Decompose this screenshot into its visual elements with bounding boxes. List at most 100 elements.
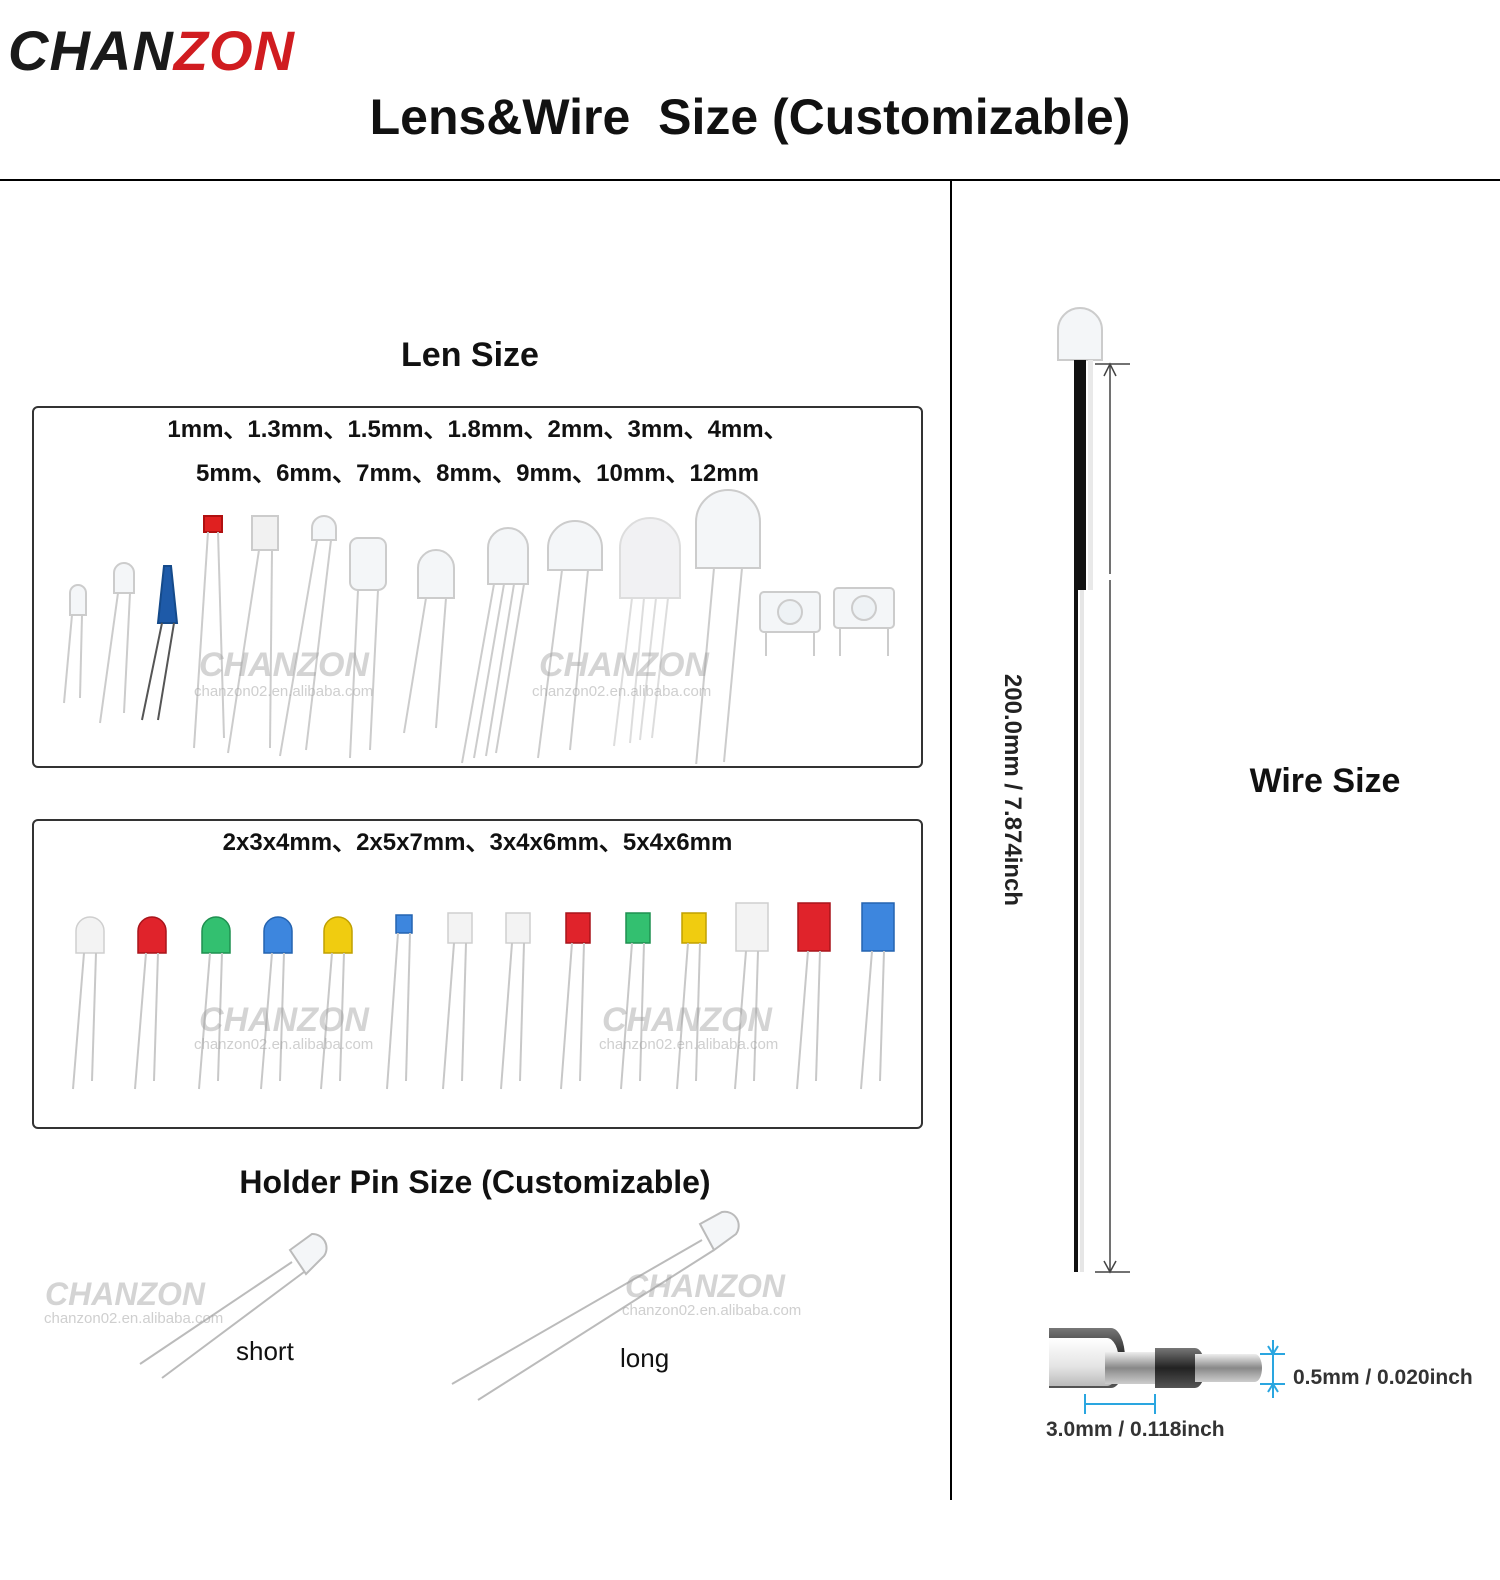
rect-led-lens xyxy=(447,912,473,944)
rect-led-row xyxy=(72,902,895,1090)
rect-led-lead xyxy=(198,952,211,1090)
led-flux-1 xyxy=(759,591,821,656)
rect-led-lens xyxy=(625,912,651,944)
led-flat-top xyxy=(537,520,603,759)
rect-led-lead xyxy=(676,942,689,1090)
rect-led-lead xyxy=(134,952,147,1090)
rect-led-lens xyxy=(735,902,769,952)
rect-led-lens xyxy=(797,902,831,952)
wire-led-head xyxy=(1057,307,1103,361)
rect-led-lens xyxy=(565,912,591,944)
rect-led-4 xyxy=(260,916,293,1090)
rect-led-lead xyxy=(405,932,411,1082)
rect-led-lead xyxy=(753,950,759,1082)
rect-led-lens xyxy=(75,916,105,954)
length-dimension-arrow-mid xyxy=(1109,580,1111,1255)
rect-led-lead xyxy=(695,942,701,1082)
rect-led-13 xyxy=(796,902,831,1090)
wire-lower-illustration xyxy=(1074,590,1084,1272)
rect-led-lead xyxy=(796,950,809,1090)
watermark-logo: CHANZON xyxy=(602,1001,772,1039)
rect-led-lead xyxy=(519,942,525,1082)
rect-led-lead xyxy=(620,942,633,1090)
led-1mm xyxy=(63,584,87,704)
led-4mm xyxy=(349,537,387,759)
watermark-url: chanzon02.en.alibaba.com xyxy=(194,1036,374,1053)
rect-led-lens xyxy=(201,916,231,954)
rect-led-10 xyxy=(620,912,651,1090)
rect-led-lens xyxy=(505,912,531,944)
inner-dimension-label: 0.5mm / 0.020inch xyxy=(1293,1366,1473,1389)
rect-led-lens xyxy=(323,916,353,954)
rect-led-box: 2x3x4mm、2x5x7mm、3x4x6mm、5x4x6mm CHANZON … xyxy=(32,819,923,1129)
rect-led-6 xyxy=(386,914,413,1090)
rect-led-12 xyxy=(734,902,769,1090)
wire-black xyxy=(1074,360,1086,590)
watermark-logo: CHANZON xyxy=(45,1276,205,1312)
rect-led-lead xyxy=(320,952,333,1090)
watermark-logo: CHANZON xyxy=(199,646,369,684)
led-3mm xyxy=(279,515,337,757)
rect-led-lens xyxy=(395,914,413,934)
watermark-logo: CHANZON xyxy=(625,1268,785,1304)
rect-led-lead xyxy=(386,932,399,1090)
cable-strands-1 xyxy=(1105,1352,1163,1384)
rect-led-lead xyxy=(91,952,97,1082)
long-pin-label: long xyxy=(620,1343,670,1373)
page-title: Lens&Wire Size (Customizable) xyxy=(369,89,1131,145)
watermark-url: chanzon02.en.alibaba.com xyxy=(44,1310,224,1327)
rect-sizes: 2x3x4mm、2x5x7mm、3x4x6mm、5x4x6mm xyxy=(222,829,733,856)
rect-led-lead xyxy=(260,952,273,1090)
rect-led-8 xyxy=(500,912,531,1090)
led-flux-2 xyxy=(833,587,895,656)
cable-core-jacket xyxy=(1155,1348,1205,1388)
rect-led-lead xyxy=(279,952,285,1082)
watermark-logo: CHANZON xyxy=(539,646,709,684)
length-dimension-arrow xyxy=(1095,362,1130,574)
long-pin-led xyxy=(451,1210,740,1401)
wire-led-illustration xyxy=(1057,307,1103,590)
header-divider xyxy=(0,179,1500,181)
watermark-url: chanzon02.en.alibaba.com xyxy=(622,1302,802,1319)
round-led-box: 1mm、1.3mm、1.5mm、1.8mm、2mm、3mm、4mm、 5mm、6… xyxy=(32,406,923,768)
rect-led-lead xyxy=(579,942,585,1082)
holder-pin-title: Holder Pin Size (Customizable) xyxy=(239,1164,711,1200)
short-pin-label: short xyxy=(236,1336,294,1366)
led-12mm xyxy=(695,489,761,764)
wire-white-lower xyxy=(1080,590,1084,1272)
cable-strands-2 xyxy=(1195,1354,1262,1382)
led-1-3mm xyxy=(99,562,135,724)
rect-led-lead xyxy=(879,950,885,1082)
rect-led-lead xyxy=(860,950,873,1090)
led-10mm-diffused xyxy=(613,517,681,747)
led-2mm-white xyxy=(227,515,279,754)
rect-led-lead xyxy=(461,942,467,1082)
rect-led-lead xyxy=(153,952,159,1082)
rect-led-lead xyxy=(500,942,513,1090)
watermark-url: chanzon02.en.alibaba.com xyxy=(599,1036,779,1053)
rect-led-lead xyxy=(560,942,573,1090)
rect-led-lead xyxy=(639,942,645,1082)
rect-led-14 xyxy=(860,902,895,1090)
cable-cross-section xyxy=(1049,1328,1285,1414)
rect-led-9 xyxy=(560,912,591,1090)
round-sizes-line1: 1mm、1.3mm、1.5mm、1.8mm、2mm、3mm、4mm、 xyxy=(167,416,788,443)
brand-logo: CHANZON xyxy=(8,19,295,82)
led-5mm xyxy=(403,549,455,734)
wire-length-label: 200.0mm / 7.874inch xyxy=(999,673,1026,907)
watermark-logo: CHANZON xyxy=(199,1001,369,1039)
rect-led-lead xyxy=(72,952,85,1090)
rect-led-3 xyxy=(198,916,231,1090)
column-divider xyxy=(950,181,952,1500)
led-rgb xyxy=(461,527,529,764)
short-pin-led xyxy=(139,1232,328,1379)
rect-led-lead xyxy=(734,950,747,1090)
length-dimension-arrow-bottom xyxy=(1095,1255,1130,1274)
led-1-8mm-red xyxy=(193,515,225,749)
rect-led-7 xyxy=(442,912,473,1090)
round-led-row xyxy=(63,489,895,764)
round-sizes-line2: 5mm、6mm、7mm、8mm、9mm、10mm、12mm xyxy=(196,460,759,487)
rect-led-lead xyxy=(217,952,223,1082)
rect-led-lens xyxy=(137,916,167,954)
rect-led-5 xyxy=(320,916,353,1090)
